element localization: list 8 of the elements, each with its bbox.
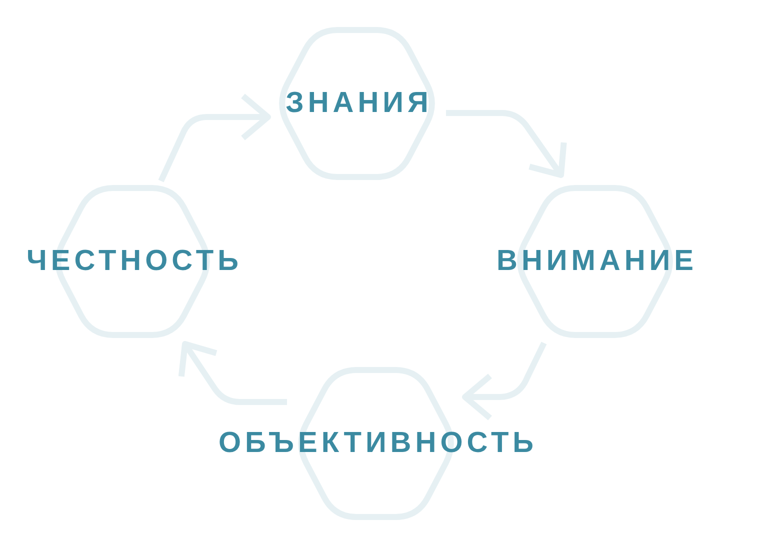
node-label: ВНИМАНИЕ [496, 246, 698, 278]
arrow [158, 93, 271, 182]
node-label: ЗНАНИЯ [284, 88, 432, 120]
node-label: ОБЪЕКТИВНОСТЬ [217, 428, 538, 460]
arrow [446, 110, 567, 178]
arrow [462, 342, 547, 421]
node-label: ЧЕСТНОСТЬ [26, 246, 242, 278]
arrow [178, 341, 287, 405]
